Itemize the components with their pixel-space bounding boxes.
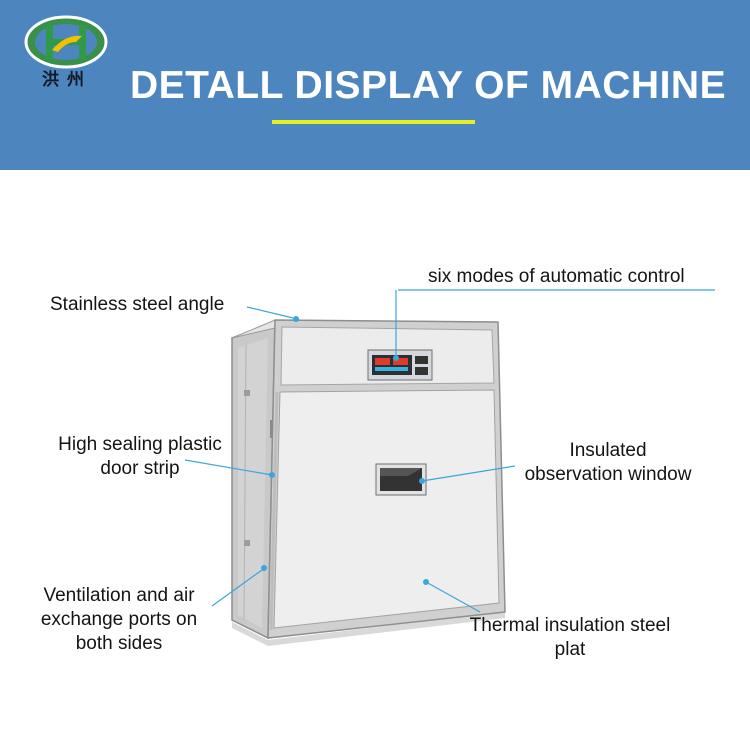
- callout-lines: [184, 289, 715, 613]
- callout-window-line1: Insulated: [569, 440, 647, 461]
- callout-window-label: Insulated observation window: [498, 439, 718, 487]
- callout-vent-label: Ventilation and air exchange ports on bo…: [24, 584, 214, 656]
- title-underline: [272, 120, 475, 124]
- callout-vent-line1: Ventilation and air: [43, 585, 195, 606]
- logo-text: 洪州: [42, 70, 92, 90]
- callout-strip-line1: High sealing plastic: [58, 434, 222, 455]
- callout-dots: [261, 316, 429, 585]
- company-logo-icon: [24, 15, 108, 69]
- page-title: DETALL DISPLAY OF MACHINE: [130, 64, 727, 107]
- callout-vent-line3: both sides: [75, 633, 163, 654]
- callout-plate-label: Thermal insulation steel plat: [450, 614, 690, 662]
- callout-control-label: six modes of automatic control: [428, 266, 685, 287]
- callout-plate-line1: Thermal insulation steel: [469, 615, 671, 636]
- header-banner: 洪州 DETALL DISPLAY OF MACHINE: [0, 0, 750, 170]
- callout-strip-line2: door strip: [100, 458, 180, 479]
- callout-plate-line2: plat: [554, 639, 586, 660]
- callout-strip-label: High sealing plastic door strip: [40, 433, 240, 481]
- incubator-machine: [231, 319, 506, 646]
- callout-vent-line2: exchange ports on: [40, 609, 198, 630]
- callout-window-line2: observation window: [524, 464, 692, 485]
- callout-angle-label: Stainless steel angle: [50, 294, 225, 315]
